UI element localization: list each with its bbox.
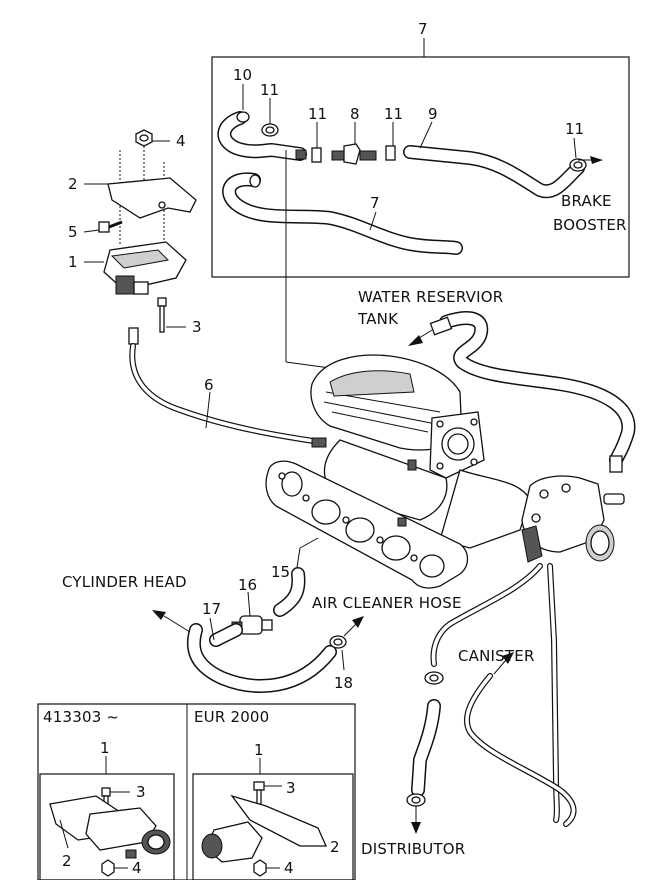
inset-right-callout-2: 2 [330,838,340,856]
callout-8: 8 [350,105,360,123]
caption-tank: TANK [357,310,399,328]
caption-distributor: DISTRIBUTOR [361,840,465,858]
bolt [253,781,265,805]
inset-left-callout-2: 2 [62,852,72,870]
inset-frame [37,703,356,880]
canister-purge-line [463,563,577,827]
hose-clip [329,635,347,649]
callout-7-top: 7 [418,20,428,38]
callout-15: 15 [271,563,290,581]
arrow-distributor [411,822,421,834]
inset-left-callout-1: 1 [100,739,110,757]
caption-water-reservoir: WATER RESERVIOR [358,288,503,306]
inset-right-callout-1: 1 [254,741,264,759]
distributor-vacuum-line [411,563,543,797]
variant-insets: 413303 ~ EUR 2000 1 3 2 4 [37,703,356,880]
hose-kit-frame [211,56,630,278]
caption-canister: CANISTER [458,647,535,665]
hose-7 [222,172,463,255]
nut [253,859,267,877]
inset-right-callout-4: 4 [284,859,294,877]
callout-1: 1 [68,253,78,271]
callout-10: 10 [233,66,252,84]
inset-left-callout-4: 4 [132,859,142,877]
caption-air-cleaner-hose: AIR CLEANER HOSE [312,594,462,612]
arrow-canister [502,652,514,664]
callout-4: 4 [176,132,186,150]
callout-17: 17 [202,600,221,618]
inset-right-callout-3: 3 [286,779,296,797]
inset-right-sensor: 1 3 2 4 [192,741,354,880]
inset-title-413303: 413303 ~ [43,708,119,726]
intake-manifold [265,354,531,589]
water-outlet-housing [521,475,625,563]
inset-title-eur2000: EUR 2000 [194,708,269,726]
callout-11: 11 [260,81,279,99]
hose-17 [186,623,337,693]
nut [101,859,115,877]
caption-booster: BOOSTER [553,216,627,234]
callout-9: 9 [428,105,438,123]
bolt [98,220,123,233]
caption-cylinder-head: CYLINDER HEAD [62,573,187,591]
map-sensor [103,241,187,295]
callout-11: 11 [384,105,403,123]
callout-3: 3 [192,318,202,336]
hose-clip [569,158,587,172]
callout-18: 18 [334,674,353,692]
hose-kit-box: 7 [211,20,630,278]
hose-fitting [128,327,139,345]
inset-left-callout-3: 3 [136,783,146,801]
inset-left-sensor: 1 3 2 4 [39,739,175,880]
hose-9 [403,145,585,199]
callout-11: 11 [308,105,327,123]
callout-16: 16 [238,576,257,594]
hose-clip [261,123,279,137]
arrow-air-cleaner [352,616,364,628]
check-valve-assembly [295,143,396,165]
arrow-cylinder-head [152,610,166,620]
sensor-bracket [107,177,197,219]
map-sensor-group: 4 2 5 1 3 [68,129,202,345]
vacuum-hose-6 [129,343,327,448]
callout-11: 11 [565,120,584,138]
hose-10 [217,111,307,161]
callout-6: 6 [204,376,214,394]
bolt [157,297,167,333]
arrow-water-tank [408,335,423,346]
callout-2: 2 [68,175,78,193]
nut [135,129,153,147]
hose-15 [273,567,306,617]
water-tank-hose [429,311,636,473]
callout-5: 5 [68,223,78,241]
callout-7: 7 [370,194,380,212]
caption-brake: BRAKE [561,192,612,210]
arrow-brake-booster [590,156,603,164]
